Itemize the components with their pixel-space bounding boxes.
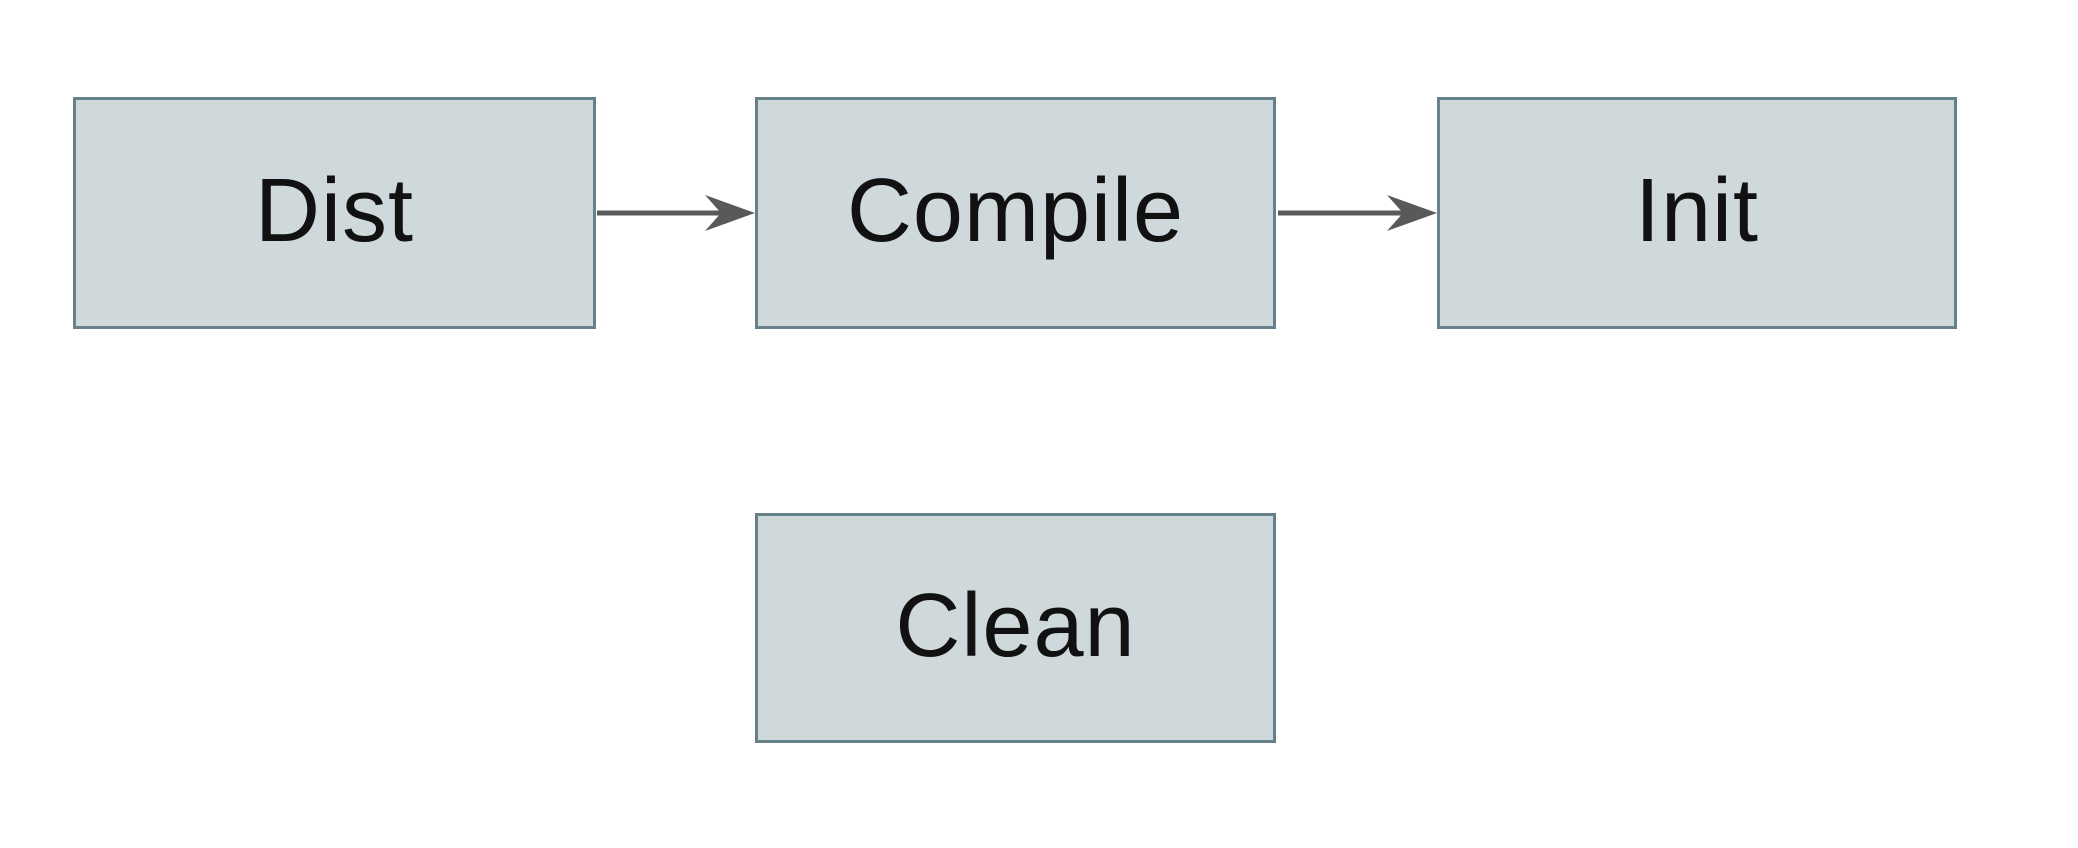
- edge-dist-to-compile[interactable]: [597, 195, 755, 231]
- node-dist-label: Dist: [255, 161, 414, 261]
- node-dist[interactable]: Dist: [73, 97, 596, 329]
- node-clean-label: Clean: [895, 576, 1136, 676]
- node-compile-label: Compile: [846, 161, 1185, 261]
- node-init[interactable]: Init: [1437, 97, 1957, 329]
- arrowhead-icon: [705, 195, 755, 231]
- node-clean[interactable]: Clean: [755, 513, 1276, 743]
- arrowhead-icon: [1387, 195, 1437, 231]
- edge-compile-to-init[interactable]: [1278, 195, 1437, 231]
- node-compile[interactable]: Compile: [755, 97, 1276, 329]
- node-init-label: Init: [1634, 161, 1760, 261]
